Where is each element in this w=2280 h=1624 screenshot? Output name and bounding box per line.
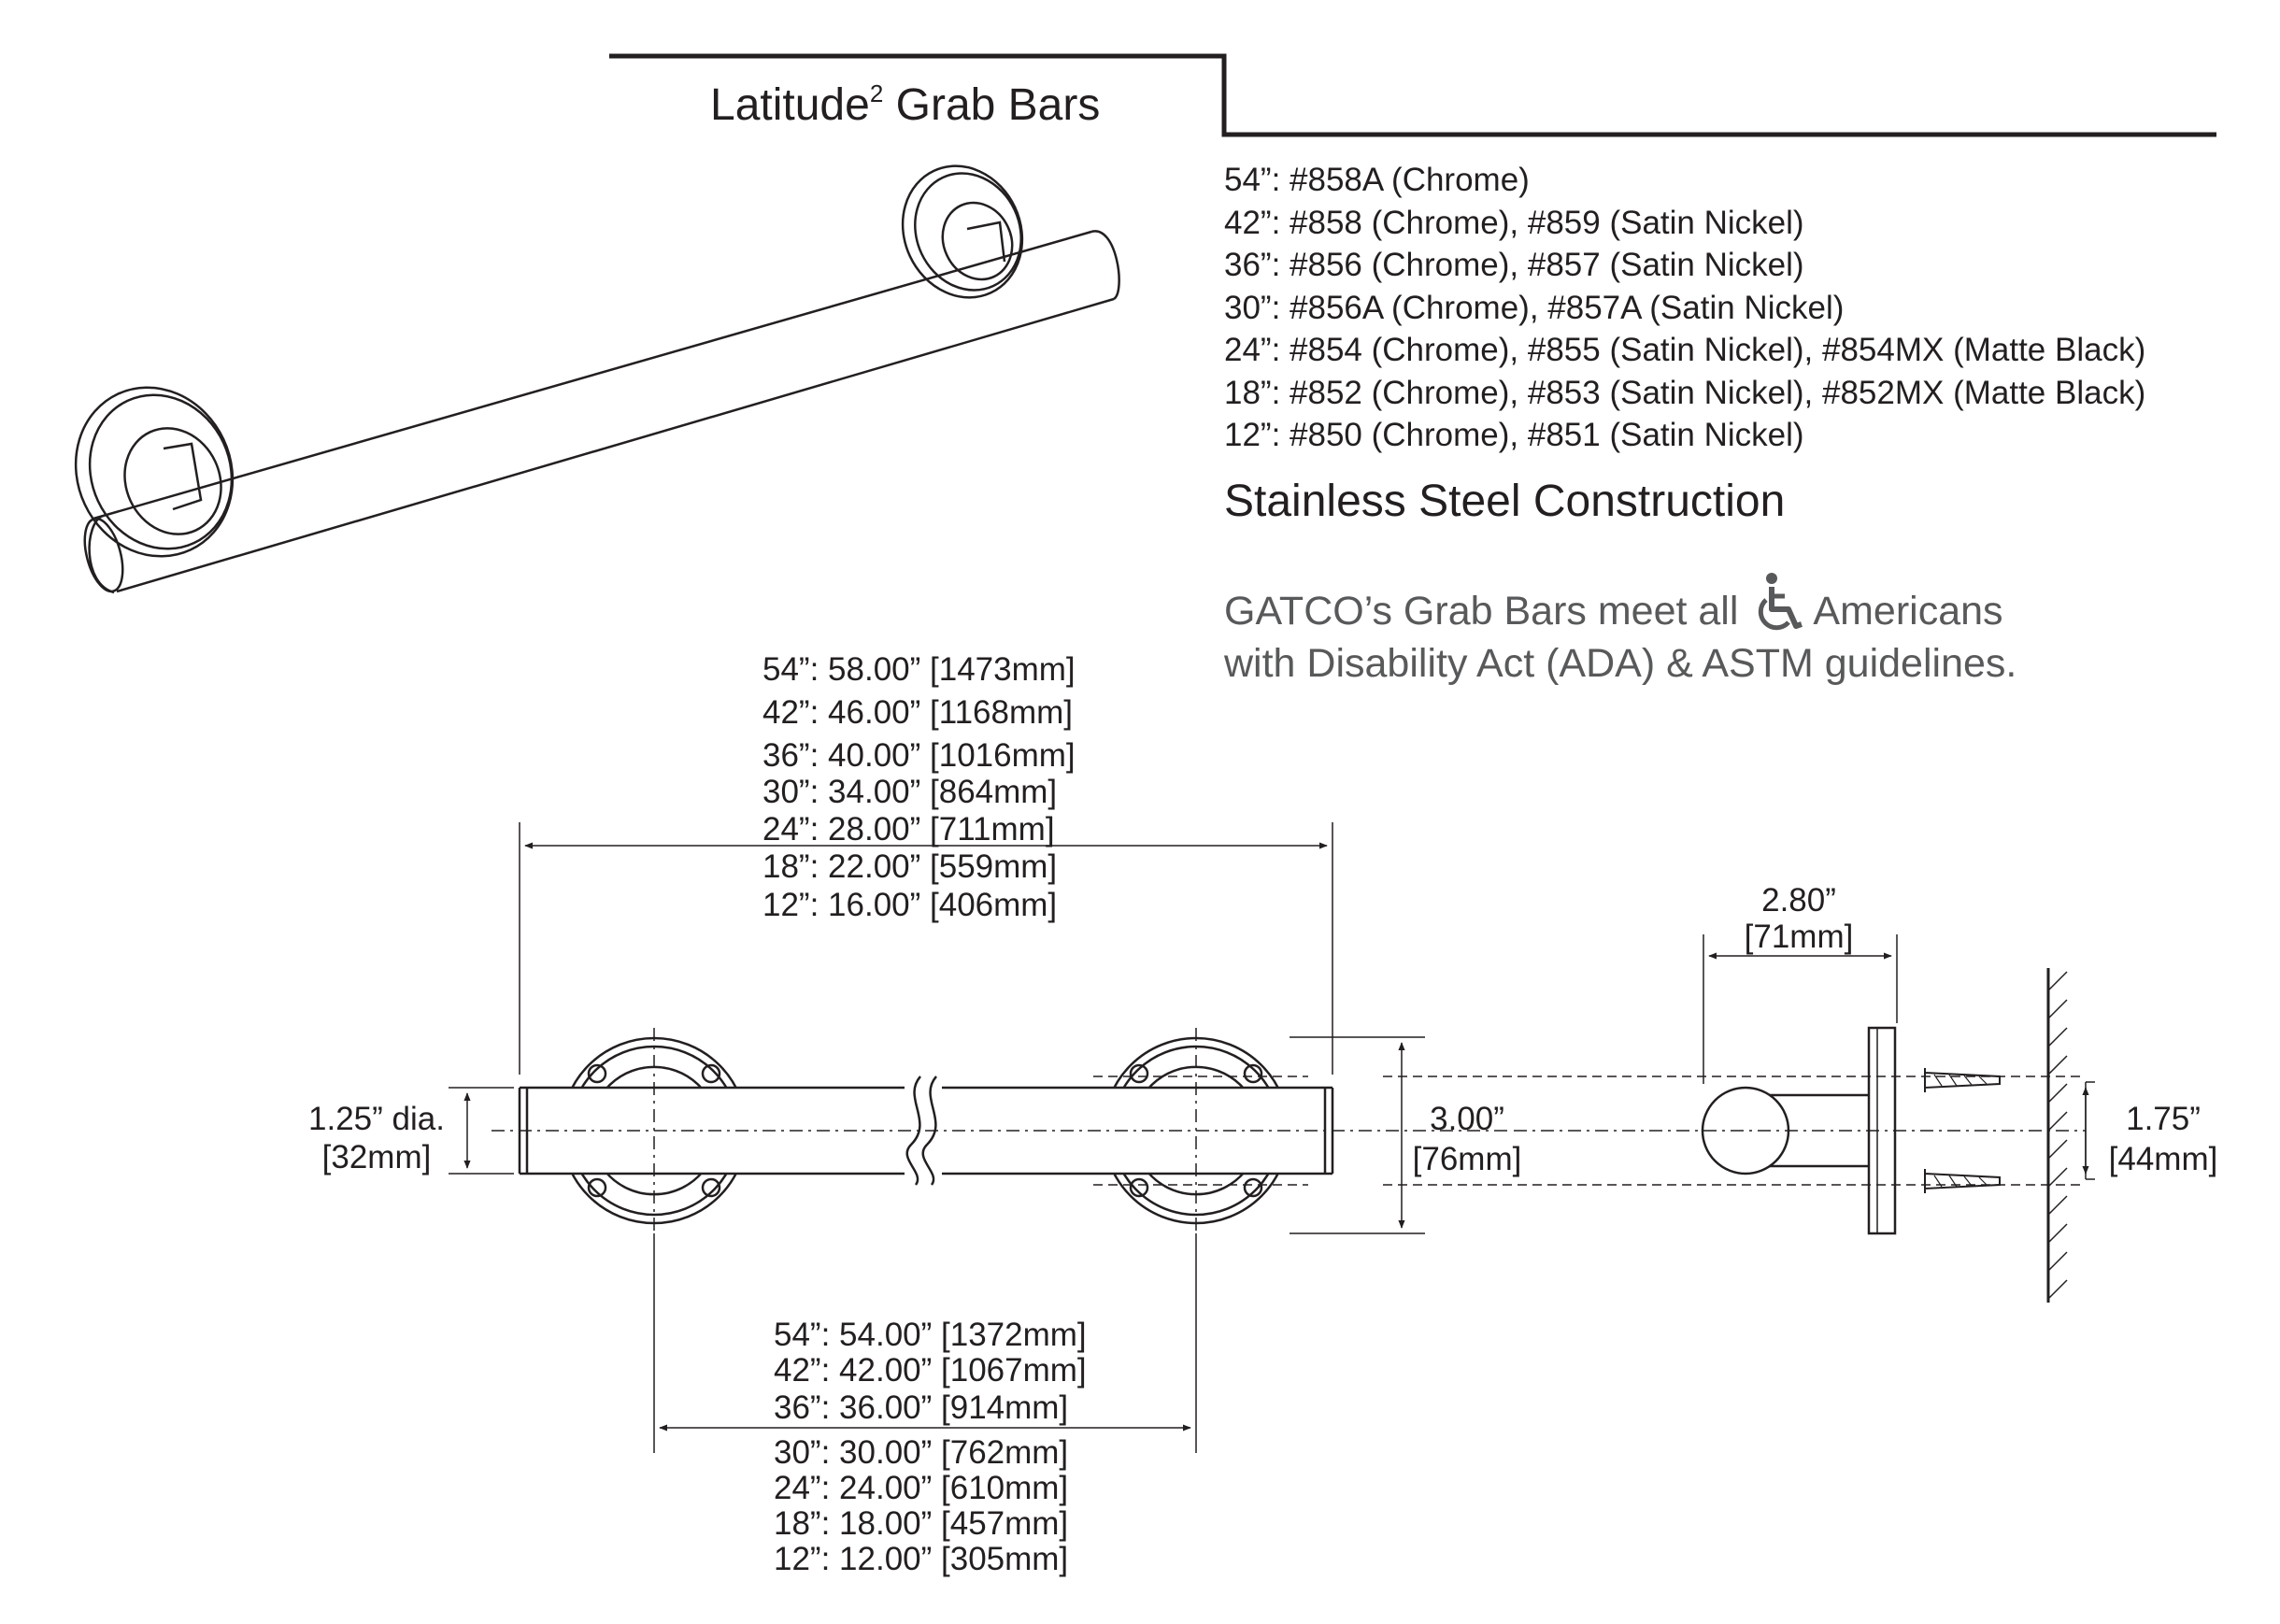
overall-length-item: 30”: 34.00” [864mm] [762,774,1058,810]
center-length-item: 30”: 30.00” [762mm] [774,1434,1069,1471]
model-list-item: 24”: #854 (Chrome), #855 (Satin Nickel),… [1224,332,2146,368]
overall-length-item: 12”: 16.00” [406mm] [762,887,1058,923]
center-length-item: 12”: 12.00” [305mm] [774,1541,1069,1577]
model-list-item: 12”: #850 (Chrome), #851 (Satin Nickel) [1224,417,1804,453]
overall-length-item: 36”: 40.00” [1016mm] [762,737,1076,774]
overall-length-item: 54”: 58.00” [1473mm] [762,651,1076,688]
header-rule [609,53,2216,137]
center-length-item: 36”: 36.00” [914mm] [774,1389,1069,1426]
page-title: Latitude2 Grab Bars [710,79,1101,130]
model-list-item: 54”: #858A (Chrome) [1224,162,1530,198]
screw-spacing-dimension: 1.75” [44mm] [2108,1101,2218,1177]
overall-length-item: 24”: 28.00” [711mm] [762,811,1055,848]
front-view-hidden-lines [1093,1076,2086,1186]
wheelchair-accessibility-icon [1759,573,1803,631]
flange-diameter-dimension: 3.00” [76mm] [1412,1101,1522,1177]
construction-heading: Stainless Steel Construction [1224,477,1786,526]
title-superscript: 2 [869,79,884,107]
model-list-item: 18”: #852 (Chrome), #853 (Satin Nickel),… [1224,374,2146,411]
center-length-item: 54”: 54.00” [1372mm] [774,1317,1087,1353]
side-view-drawing [1701,968,2068,1303]
diameter-dimension: 1.25” dia. [32mm] [308,1101,445,1175]
model-list: 54”: #858A (Chrome) 42”: #858 (Chrome), … [1224,159,2145,457]
front-view-centerlines [492,1028,1512,1233]
model-list-item: 36”: #856 (Chrome), #857 (Satin Nickel) [1224,247,1804,283]
overall-length-item: 42”: 46.00” [1168mm] [762,694,1074,731]
center-length-item: 42”: 42.00” [1067mm] [774,1352,1087,1389]
projection-dimension: 2.80” [71mm] [1744,882,1854,955]
center-length-item: 24”: 24.00” [610mm] [774,1470,1069,1506]
grab-bar-isometric-illustration [74,164,1120,594]
model-list-item: 42”: #858 (Chrome), #859 (Satin Nickel) [1224,204,1804,241]
model-list-item: 30”: #856A (Chrome), #857A (Satin Nickel… [1224,289,1845,326]
center-length-item: 18”: 18.00” [457mm] [774,1505,1069,1542]
overall-length-item: 18”: 22.00” [559mm] [762,848,1058,885]
